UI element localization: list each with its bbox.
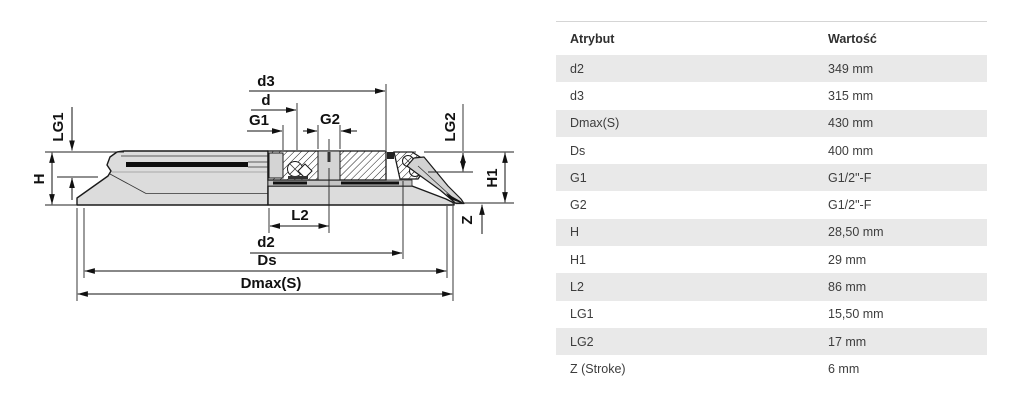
attribute-cell: Ds — [570, 143, 586, 158]
technical-drawing: d3 d G1 G2 LG1 H — [31, 73, 514, 301]
attribute-cell: H1 — [570, 252, 586, 267]
value-cell: 17 mm — [828, 334, 867, 349]
table-row: d3 315 mm — [556, 82, 987, 109]
value-cell: 349 mm — [828, 61, 874, 76]
g2-port-slot — [327, 152, 331, 162]
table-row: L2 86 mm — [556, 273, 987, 301]
value-cell: 315 mm — [828, 88, 874, 103]
attribute-cell: d3 — [570, 88, 584, 103]
attribute-cell: H — [570, 225, 580, 240]
dimensions-top: d3 d G1 G2 — [247, 73, 387, 150]
table-row: Dmax(S) 430 mm — [556, 109, 987, 137]
attribute-cell: G2 — [570, 198, 587, 213]
table-row: H1 29 mm — [556, 246, 987, 273]
dim-label-l2: L2 — [291, 207, 309, 224]
set-screw — [387, 152, 394, 159]
value-cell: 29 mm — [828, 252, 867, 267]
table-row: LG2 17 mm — [556, 327, 987, 356]
dim-label-g2: G2 — [320, 111, 340, 128]
attribute-cell: LG2 — [570, 334, 594, 349]
dim-label-lg2: LG2 — [442, 112, 459, 141]
table-header-row: Atrybut Wartość — [556, 22, 987, 55]
value-cell: 28,50 mm — [828, 225, 884, 240]
dim-label-h: H — [31, 174, 48, 185]
dim-label-dmax: Dmax(S) — [241, 275, 302, 292]
col-header-value: Wartość — [828, 31, 877, 46]
dim-label-d2: d2 — [257, 234, 275, 251]
value-cell: 400 mm — [828, 143, 874, 158]
col-header-attribute: Atrybut — [570, 31, 615, 46]
dim-label-ds: Ds — [257, 252, 276, 269]
dim-label-d3: d3 — [257, 73, 275, 90]
value-cell: 6 mm — [828, 361, 860, 376]
dimensions-right: LG2 H1 Z — [424, 104, 514, 234]
table-row: G2 G1/2"-F — [556, 191, 987, 218]
value-cell: 86 mm — [828, 280, 867, 295]
value-cell: 430 mm — [828, 116, 874, 131]
value-cell: G1/2"-F — [828, 198, 872, 213]
attribute-table: Atrybut Wartość d2 349 mm d3 315 mm Dmax… — [556, 21, 987, 383]
value-cell: G1/2"-F — [828, 170, 872, 185]
cup-side-view — [76, 150, 269, 206]
dim-label-h1: H1 — [484, 168, 501, 187]
attribute-cell: G1 — [570, 170, 587, 185]
attribute-cell: L2 — [570, 280, 584, 295]
attribute-cell: LG1 — [570, 307, 594, 322]
dim-label-z: Z — [459, 215, 476, 224]
attribute-cell: Dmax(S) — [570, 116, 620, 131]
attribute-cell: d2 — [570, 61, 584, 76]
table-row: G1 G1/2"-F — [556, 164, 987, 192]
attribute-cell: Z (Stroke) — [570, 361, 626, 376]
table-row: LG1 15,50 mm — [556, 301, 987, 328]
table-row: d2 349 mm — [556, 55, 987, 83]
dimensions-left: LG1 H — [31, 107, 124, 206]
cup-cross-section — [267, 150, 465, 206]
dim-label-g1: G1 — [249, 112, 269, 129]
dim-label-lg1: LG1 — [50, 112, 67, 141]
table-row: Z (Stroke) 6 mm — [556, 355, 987, 382]
dim-label-d: d — [261, 92, 270, 109]
value-cell: 15,50 mm — [828, 307, 884, 322]
table-row: Ds 400 mm — [556, 137, 987, 164]
dimensions-bottom: L2 d2 Ds Dmax(S) — [76, 168, 454, 301]
valve-detail — [287, 161, 313, 179]
seal-groove-band — [126, 162, 248, 167]
table-row: H 28,50 mm — [556, 218, 987, 247]
g1-port-sleeve — [268, 152, 284, 179]
